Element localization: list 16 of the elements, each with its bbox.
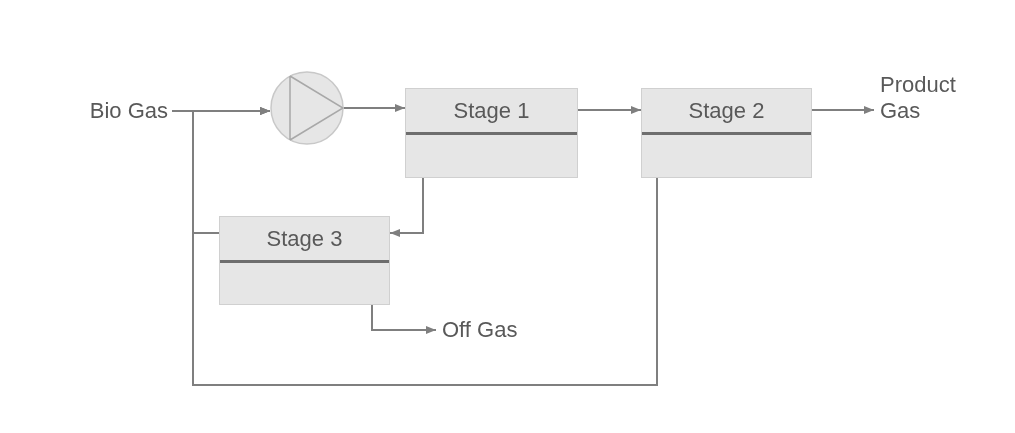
arrow (192, 107, 658, 386)
stream-label: Product Gas (880, 71, 957, 125)
stream-label: Bio Gas (89, 97, 168, 125)
stream-label: Off Gas (442, 316, 518, 344)
compressor-symbol (270, 71, 344, 145)
arrow (811, 106, 875, 114)
arrow (371, 304, 437, 334)
stage-label: Stage 2 (642, 89, 811, 135)
arrow (389, 177, 424, 237)
stage-box (641, 88, 812, 178)
stage-box (405, 88, 578, 178)
arrow (577, 106, 642, 114)
stage-label: Stage 1 (406, 89, 577, 135)
stage-box (219, 216, 390, 305)
arrow (343, 104, 406, 112)
stage-label: Stage 3 (220, 217, 389, 263)
